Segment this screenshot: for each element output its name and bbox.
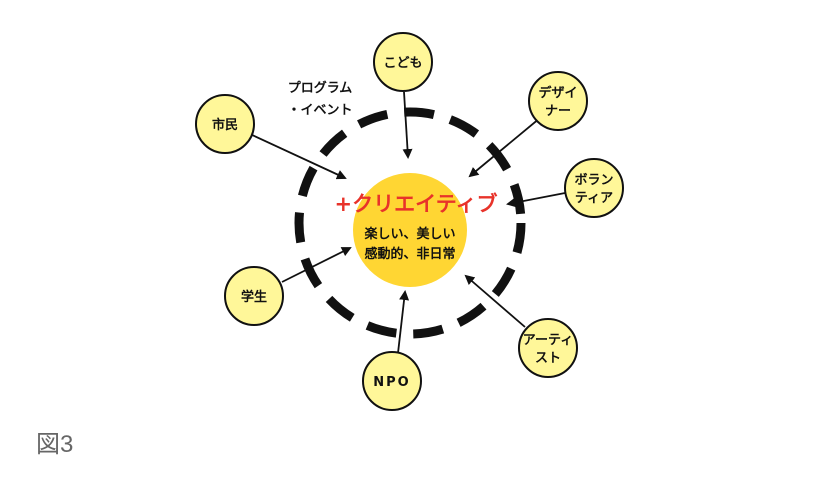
figure-caption: 図3 (36, 431, 73, 458)
node-kodomo: こども (373, 32, 433, 92)
arrows (249, 91, 566, 354)
node-volunteer-label-1: ボラン (574, 172, 613, 188)
arrow-volunteer (506, 192, 566, 208)
program-label-line1: プログラム (288, 80, 353, 96)
node-gakusei-label: 学生 (241, 289, 267, 305)
core-plus: + (335, 192, 353, 216)
arrow-shimin (249, 133, 347, 180)
node-designer-label-2: ナー (545, 104, 571, 119)
node-shimin-label: 市民 (212, 117, 238, 133)
node-artist: アーティ スト (518, 318, 578, 378)
arrow-gakusei (281, 247, 352, 283)
arrow-artist (464, 274, 526, 328)
node-designer-label-1: デザイ (538, 85, 577, 101)
node-volunteer-label-2: ティア (575, 191, 613, 206)
node-artist-label-1: アーティ (523, 333, 573, 348)
core-sub-line2: 感動的、非日常 (364, 246, 455, 262)
core-sub-line1: 楽しい、美しい (363, 226, 455, 242)
dashed-ring (294, 107, 526, 339)
node-kodomo-label: こども (383, 56, 422, 71)
arrow-npo (397, 290, 410, 354)
core-circle (353, 173, 467, 287)
arrow-designer (468, 117, 541, 178)
program-label-line2: ・イベント (287, 103, 352, 118)
core-title: +クリエイティブ (335, 192, 498, 216)
node-shimin: 市民 (195, 94, 255, 154)
node-gakusei: 学生 (224, 266, 284, 326)
node-volunteer: ボラン ティア (564, 158, 624, 218)
node-npo-label: NPO (373, 375, 410, 390)
node-artist-label-2: スト (535, 351, 561, 366)
node-npo: NPO (362, 351, 422, 411)
core-title-text: クリエイティブ (352, 192, 497, 216)
node-designer: デザイ ナー (528, 71, 588, 131)
arrow-kodomo (402, 91, 413, 159)
